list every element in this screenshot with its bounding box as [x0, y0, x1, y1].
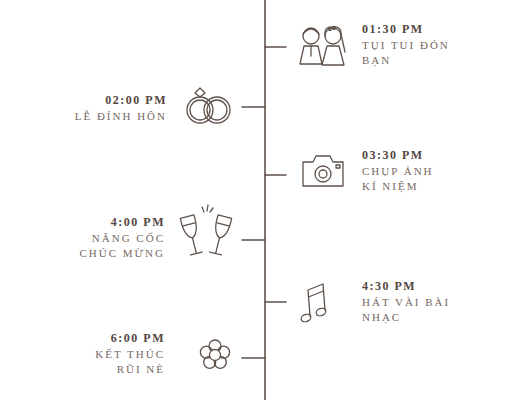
- tick: [265, 301, 286, 303]
- time-label: 02:00 PM: [105, 93, 167, 108]
- rings-icon: [187, 88, 230, 123]
- event-label: TỤI TUI ĐÓN BẠN: [362, 38, 450, 68]
- tick: [242, 106, 265, 108]
- couple-icon: [300, 27, 345, 66]
- event-label: LỄ ĐÍNH HÔN: [17, 109, 167, 124]
- wine-glasses-icon: [180, 205, 231, 255]
- event-label: HÁT VÀI BÀI NHẠC: [362, 295, 454, 325]
- timeline-axis: [264, 0, 266, 400]
- event-label: KẾT THÚC RŨI NÈ: [73, 347, 165, 377]
- time-label: 6:00 PM: [111, 331, 165, 346]
- tick: [242, 239, 265, 241]
- tick: [265, 174, 286, 176]
- music-note-icon: [300, 284, 327, 323]
- flower-icon: [200, 340, 229, 368]
- camera-icon: [303, 156, 343, 186]
- event-label: NÂNG CỐC CHÚC MỪNG: [65, 231, 165, 261]
- time-label: 01:30 PM: [362, 22, 424, 37]
- time-label: 4:00 PM: [111, 215, 165, 230]
- tick: [265, 46, 286, 48]
- tick: [242, 357, 265, 359]
- event-label: CHỤP ẢNH KÍ NIỆM: [362, 164, 450, 194]
- time-label: 4:30 PM: [362, 279, 416, 294]
- time-label: 03:30 PM: [362, 148, 424, 163]
